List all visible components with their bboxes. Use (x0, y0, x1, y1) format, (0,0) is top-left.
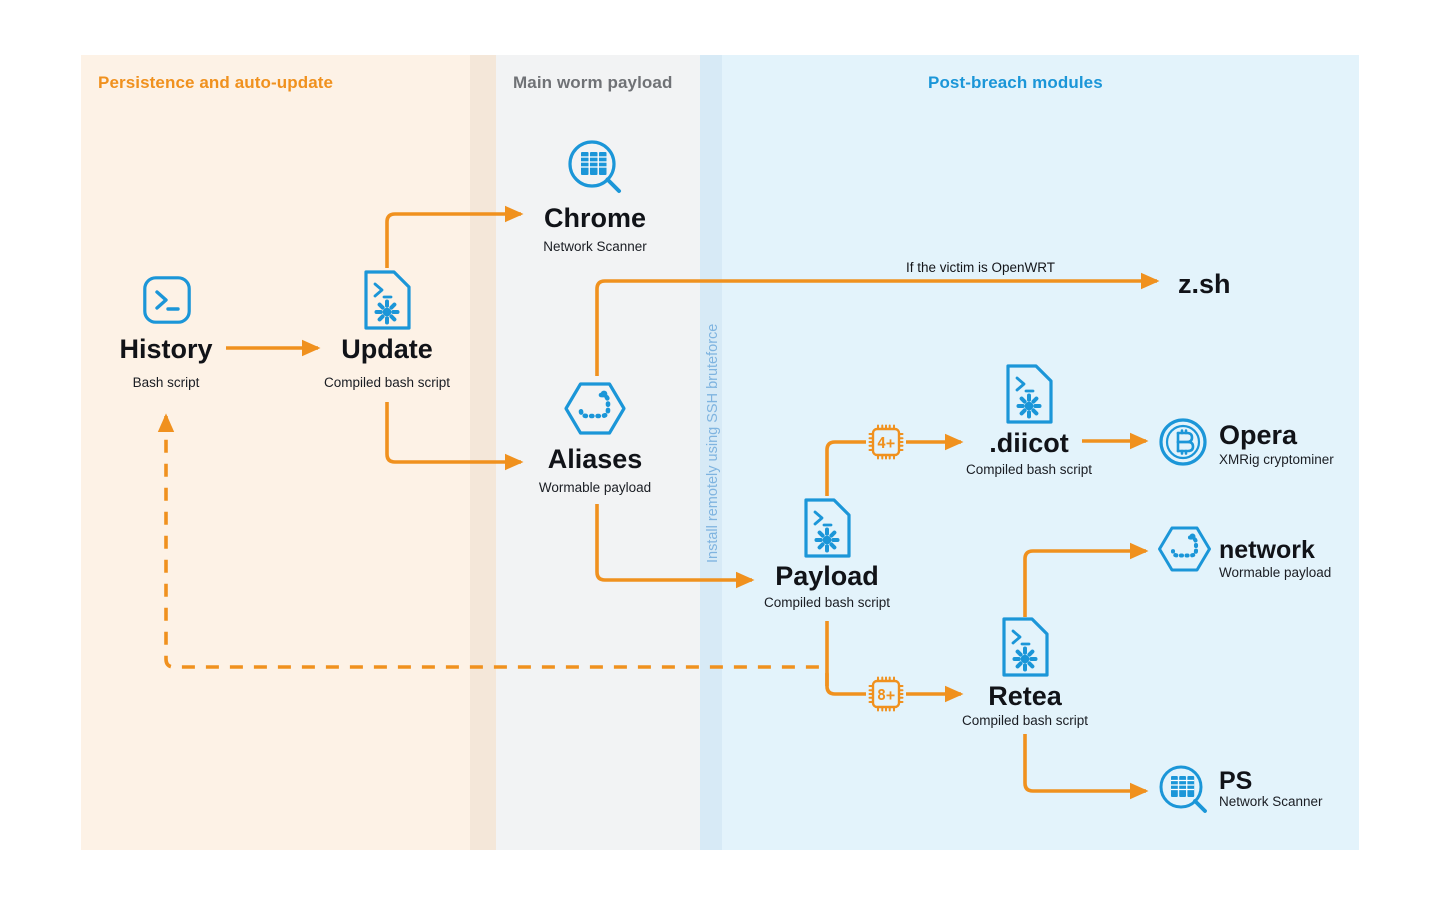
node-ps-subtitle: Network Scanner (1219, 794, 1323, 809)
node-update[interactable]: Update Compiled bash script (324, 270, 450, 390)
band-main-worm-bg (496, 55, 700, 850)
node-history-subtitle: Bash script (133, 375, 200, 390)
band-title-main-worm: Main worm payload (513, 73, 672, 92)
edge-payload-to-chip8 (825, 621, 866, 696)
script-file-icon (1002, 617, 1049, 677)
script-file-icon (804, 498, 851, 558)
node-payload-title: Payload (775, 561, 879, 591)
edge-aliases-to-payload (595, 504, 755, 589)
worm-hex-icon (564, 382, 626, 435)
node-zsh[interactable]: z.sh (1178, 269, 1231, 299)
node-retea[interactable]: Retea Compiled bash script (962, 617, 1088, 728)
node-payload-subtitle: Compiled bash script (764, 595, 890, 610)
band-ssh-strip (700, 55, 722, 850)
script-file-icon (1006, 364, 1053, 424)
node-zsh-title: z.sh (1178, 269, 1231, 299)
node-chrome-subtitle: Network Scanner (543, 239, 647, 254)
edge-payload-to-chip4 (825, 440, 866, 496)
node-update-subtitle: Compiled bash script (324, 375, 450, 390)
chip-4plus: 4+ (868, 424, 904, 460)
network-scanner-icon (568, 140, 621, 193)
node-aliases[interactable]: Aliases Wormable payload (539, 382, 651, 495)
script-file-icon (364, 270, 411, 330)
network-scanner-icon (1159, 765, 1207, 813)
edge-retea-to-network (1023, 542, 1149, 617)
chip-8plus: 8+ (868, 676, 904, 712)
worm-hex-icon (1158, 526, 1211, 572)
band-persistence-bg (81, 55, 470, 850)
edge-aliases-to-zsh (595, 272, 1160, 376)
node-diicot[interactable]: .diicot Compiled bash script (966, 364, 1092, 477)
edge-retea-to-ps (1023, 734, 1149, 800)
node-retea-subtitle: Compiled bash script (962, 713, 1088, 728)
node-opera[interactable]: Opera XMRig cryptominer (1159, 418, 1334, 467)
ssh-bruteforce-note: Install remotely using SSH bruteforce (705, 324, 721, 563)
node-ps-title: PS (1219, 767, 1252, 795)
edge-update-to-aliases (385, 402, 524, 471)
edge-label-openwrt: If the victim is OpenWRT (906, 260, 1055, 275)
connectors (157, 205, 1160, 800)
node-retea-title: Retea (988, 681, 1063, 711)
node-ps[interactable]: PS Network Scanner (1159, 765, 1323, 813)
node-chrome-title: Chrome (544, 203, 646, 233)
node-update-title: Update (341, 334, 433, 364)
node-network[interactable]: network Wormable payload (1158, 526, 1332, 580)
band-title-post-breach: Post-breach modules (928, 73, 1103, 92)
node-history-title: History (119, 334, 212, 364)
node-payload[interactable]: Payload Compiled bash script (764, 498, 890, 610)
band-title-persistence: Persistence and auto-update (98, 73, 333, 92)
node-network-title: network (1219, 536, 1315, 564)
node-chrome[interactable]: Chrome Network Scanner (543, 140, 647, 254)
node-diicot-title: .diicot (989, 428, 1069, 458)
node-history[interactable]: History Bash script (119, 276, 213, 390)
bitcoin-icon (1159, 418, 1207, 466)
edge-payload-to-history-dashed (157, 413, 829, 686)
node-diicot-subtitle: Compiled bash script (966, 462, 1092, 477)
chip-8plus-label: 8+ (877, 686, 895, 704)
cpu-chip-icon (868, 676, 904, 712)
edge-update-to-chrome (385, 205, 524, 268)
node-opera-title: Opera (1219, 420, 1298, 450)
chip-4plus-label: 4+ (877, 434, 895, 452)
node-network-subtitle: Wormable payload (1219, 565, 1331, 580)
terminal-icon (143, 276, 191, 324)
node-aliases-subtitle: Wormable payload (539, 480, 651, 495)
node-opera-subtitle: XMRig cryptominer (1219, 452, 1334, 467)
node-aliases-title: Aliases (548, 444, 643, 474)
cpu-chip-icon (868, 424, 904, 460)
band-transition-strip (470, 55, 496, 850)
